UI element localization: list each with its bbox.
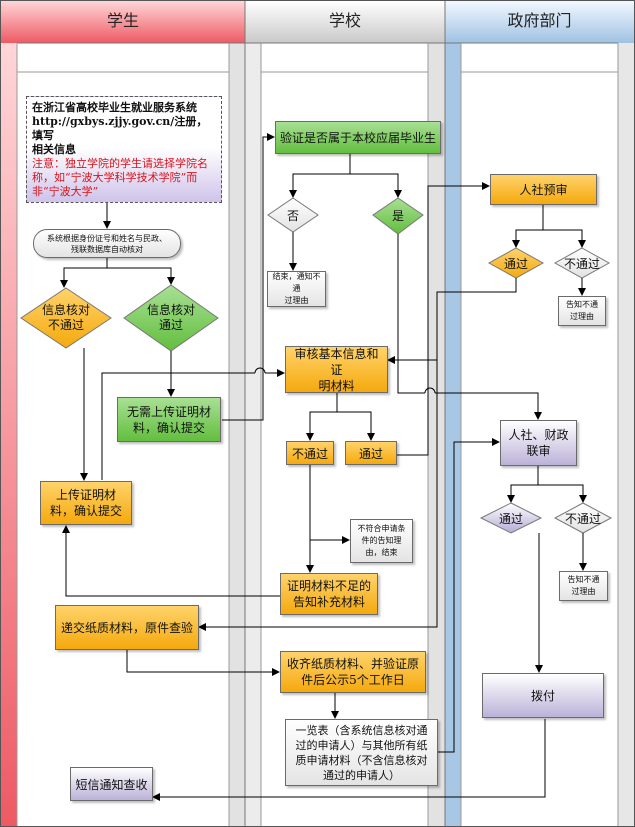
auto-check-box: 系统根据身份证号和姓名与民政、 残联数据库自动核对 bbox=[33, 229, 181, 258]
lane-title-student: 学生 bbox=[106, 11, 139, 30]
lane-title-school: 学校 bbox=[328, 11, 361, 30]
collect-paper-box: 收齐纸质材料、并验证原 件后公示5个工作日 bbox=[280, 651, 426, 693]
no-label: 否 bbox=[286, 208, 299, 223]
end-notify-box: 结束，通知不通 过理由 bbox=[267, 271, 326, 307]
joint-review-box: 人社、财政 联审 bbox=[500, 420, 577, 466]
sms-notice-box: 短信通知查收 bbox=[70, 767, 153, 801]
ineligible-notice-box: 不符合申请条 件的告知理 由，结束 bbox=[350, 519, 413, 563]
lane-bar-government-right bbox=[618, 43, 634, 826]
joint-fail-notice-box: 告知不通 过理由 bbox=[559, 571, 608, 601]
register-note-warning: 注意：独立学院的学生请选择学院名称，如“宁波大学科学技术学院”而非“宁波大学” bbox=[32, 157, 208, 198]
joint-pass-diamond bbox=[479, 502, 543, 534]
payment-box: 拨付 bbox=[482, 673, 604, 718]
connectors bbox=[60, 133, 587, 801]
submit-paper-box: 递交纸质材料，原件查验 bbox=[55, 605, 199, 650]
hr-pre-review-box: 人社预审 bbox=[490, 174, 597, 205]
register-note-line1: 在浙江省高校毕业生就业服务系统 bbox=[32, 101, 197, 114]
pre-pass-label: 通过 bbox=[503, 256, 528, 271]
register-note-line2: http://gxbys.zjjy.gov.cn/注册，填写 bbox=[32, 115, 208, 142]
insufficient-notice-box: 证明材料不足的 告知补充材料 bbox=[280, 573, 378, 615]
check-pass-label: 信息核对 通过 bbox=[146, 303, 195, 332]
check-fail-label: 信息核对 不通过 bbox=[41, 303, 90, 332]
pre-fail-notice-box: 告知不通 过理由 bbox=[558, 296, 606, 326]
review-fail-box: 不通过 bbox=[286, 441, 334, 465]
lane-bar-student bbox=[1, 43, 17, 826]
lane-bar-school bbox=[245, 43, 261, 826]
pre-fail-label: 不通过 bbox=[563, 256, 600, 271]
lane-header-student bbox=[1, 1, 245, 43]
lane-bar-government bbox=[445, 43, 461, 826]
summary-list-box: 一览表（含系统信息核对通 过的申请人）与其他所有纸 质申请材料（不含信息核对 通… bbox=[285, 719, 438, 786]
lane-header-school bbox=[245, 1, 445, 43]
lane-bar-student-right bbox=[229, 43, 245, 826]
register-note: 在浙江省高校毕业生就业服务系统 http://gxbys.zjjy.gov.cn… bbox=[26, 96, 222, 203]
no-upload-box: 无需上传证明材 料，确认提交 bbox=[117, 397, 221, 442]
review-pass-box: 通过 bbox=[345, 441, 397, 465]
lane-header-government bbox=[445, 1, 634, 43]
yes-label: 是 bbox=[391, 208, 404, 223]
upload-proof-box: 上传证明材 料，确认提交 bbox=[40, 481, 132, 525]
joint-fail-label: 不通过 bbox=[564, 511, 601, 526]
review-basic-box: 审核基本信息和证 明材料 bbox=[285, 346, 388, 393]
register-note-line3: 相关信息 bbox=[32, 143, 76, 156]
lane-title-government: 政府部门 bbox=[507, 11, 572, 30]
joint-pass-label: 通过 bbox=[498, 511, 523, 526]
verify-graduate-box: 验证是否属于本校应届毕业生 bbox=[275, 121, 441, 154]
check-fail-diamond bbox=[20, 287, 112, 349]
